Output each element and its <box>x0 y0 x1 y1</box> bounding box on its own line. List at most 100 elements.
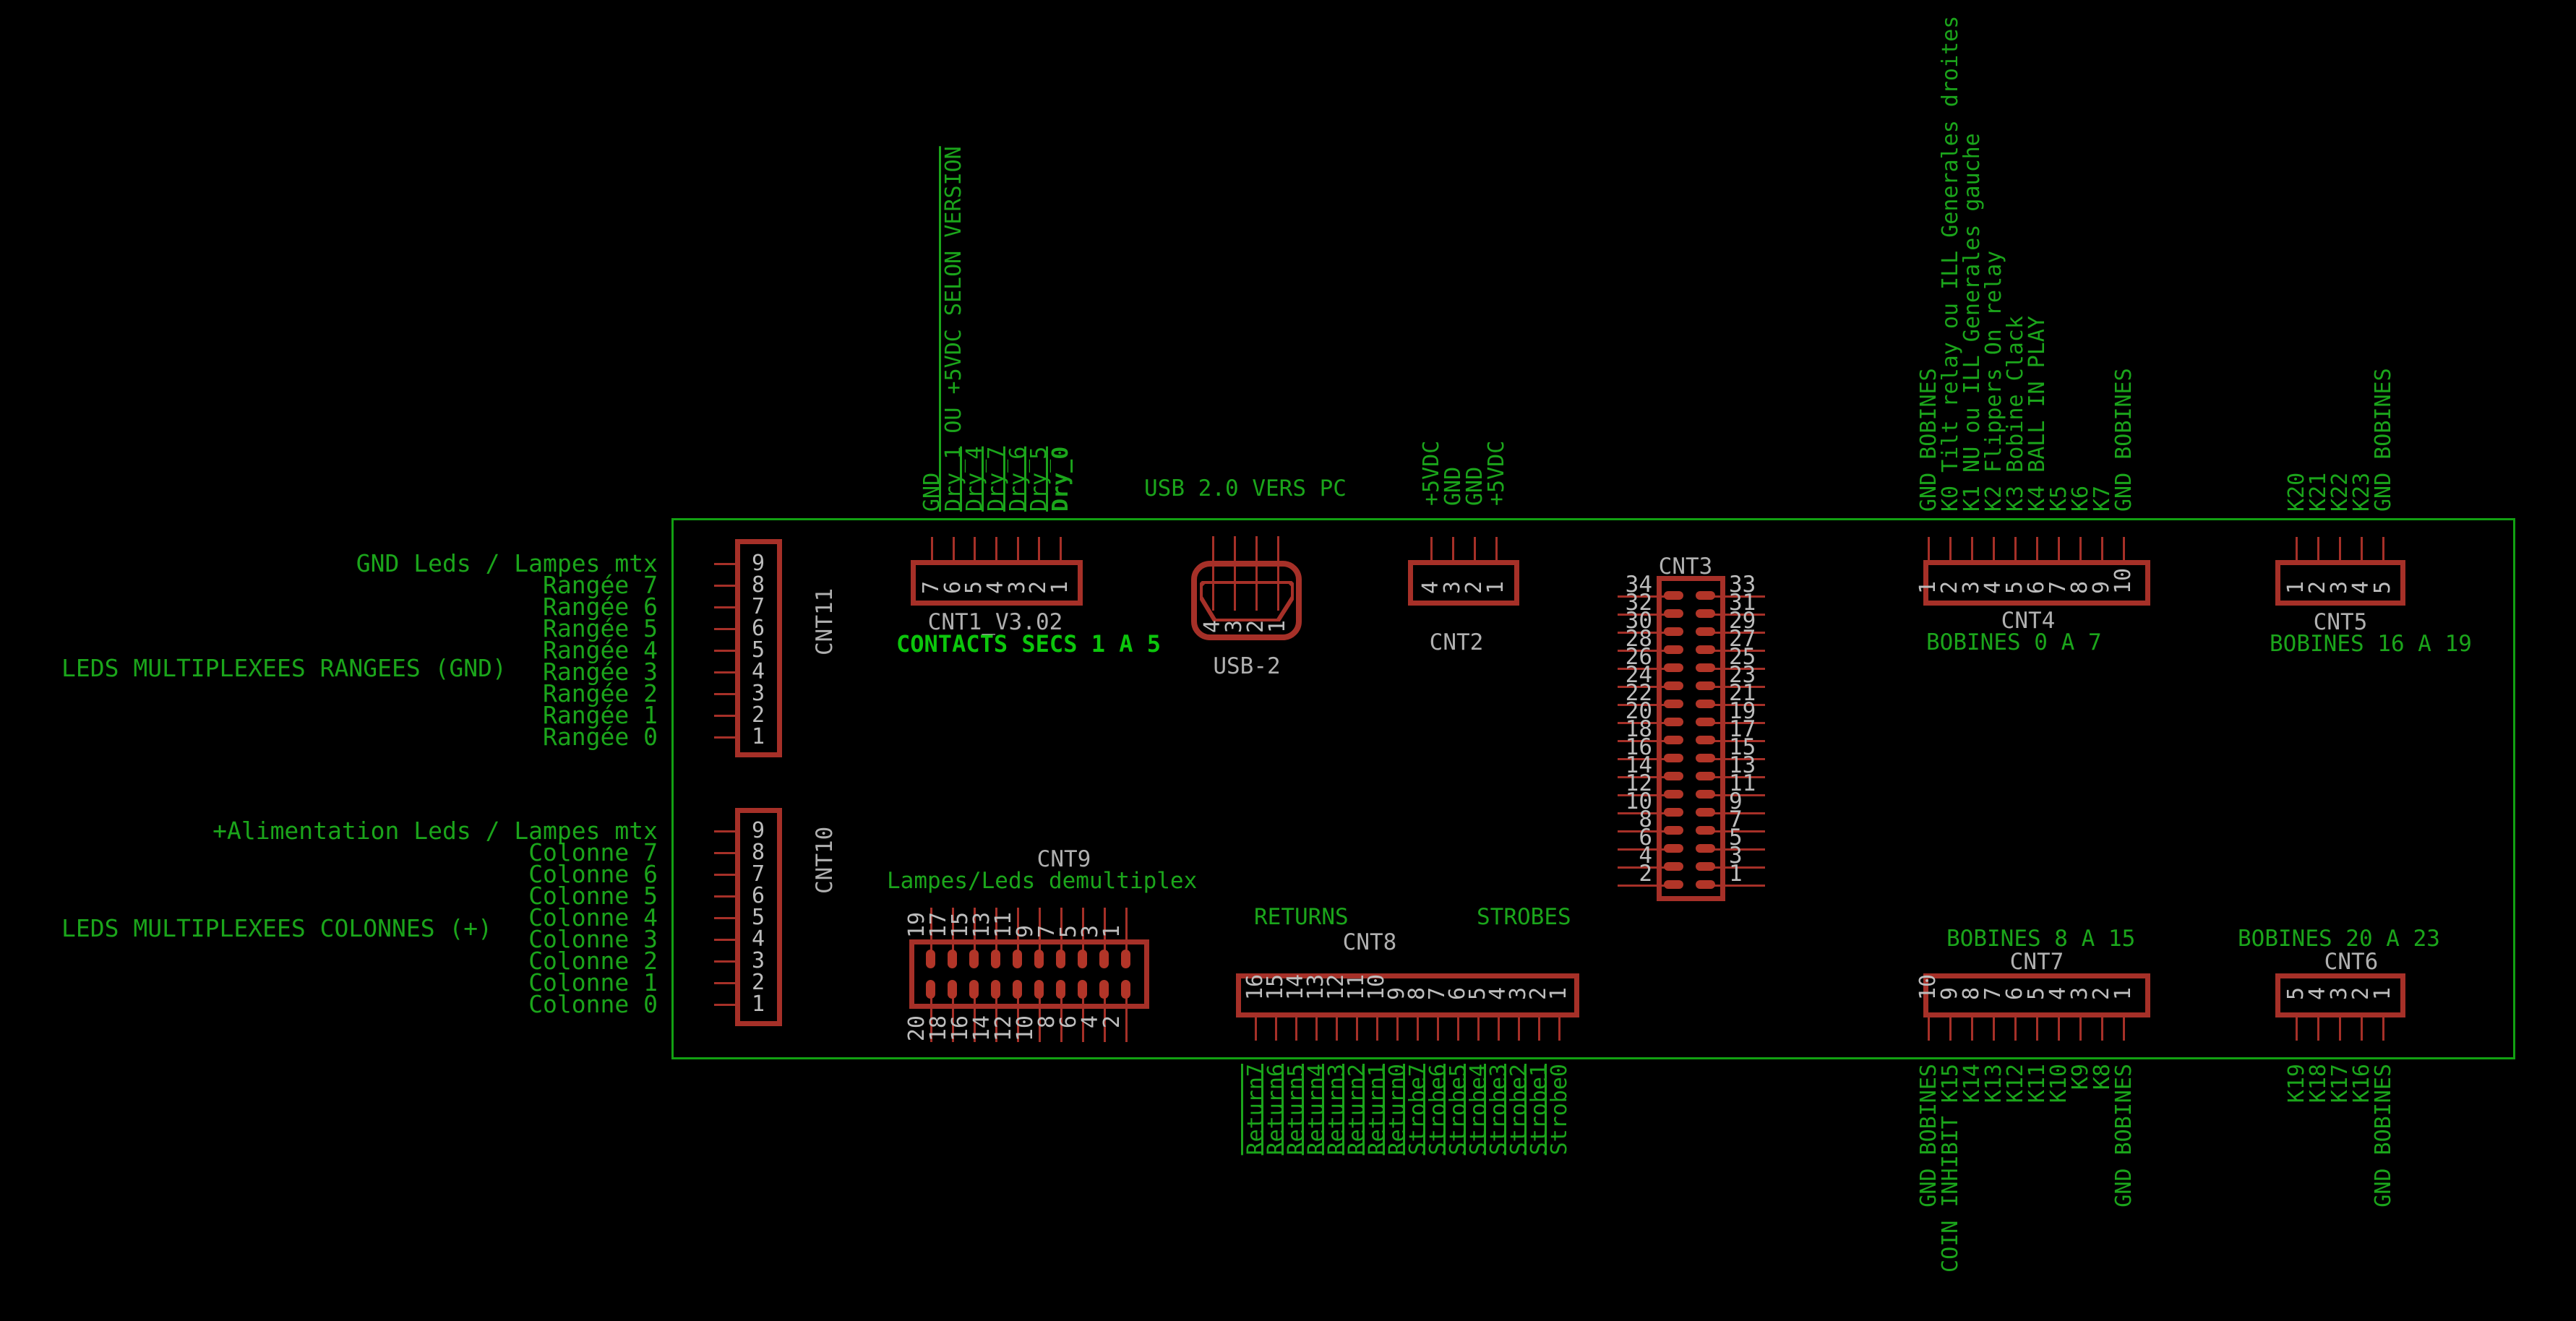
cnt3-pad <box>1664 826 1683 835</box>
cnt8-pin-number: 1 <box>1546 986 1571 1000</box>
cnt6-pin-tick <box>2317 1017 2319 1041</box>
cnt1-pin-tick <box>953 537 955 560</box>
cnt10-pin-tick <box>714 960 735 963</box>
cnt3-right-line <box>1697 885 1765 887</box>
left-col-label: Colonne 5 <box>528 882 658 910</box>
cnt3-pin-number: 10 <box>1625 788 1652 814</box>
cnt9-bottom-line <box>930 981 932 1042</box>
cnt9-pad <box>1056 980 1065 999</box>
cnt3-pad <box>1696 700 1715 708</box>
cnt5-pin-tick <box>2361 537 2363 560</box>
cnt3-pin-number: 2 <box>1639 861 1652 887</box>
board-outline <box>671 518 2515 1059</box>
cnt5-signal-label: GND BOBINES <box>2371 368 2396 512</box>
cnt3-pin-number: 5 <box>1729 825 1743 851</box>
cnt9-top-line <box>930 908 932 967</box>
left-row-label: Rangée 3 <box>543 658 658 686</box>
left-row-label: Rangée 1 <box>543 701 658 729</box>
left-col-label: Colonne 3 <box>528 925 658 953</box>
cnt9-bottom-line <box>1125 981 1128 1042</box>
cnt3-pad <box>1664 627 1683 636</box>
cnt3-pad <box>1696 880 1715 889</box>
cnt9-pad <box>1078 950 1087 968</box>
cnt9-pad <box>1034 950 1044 968</box>
cnt6-connector <box>2275 973 2405 1017</box>
cnt9-pin-number: 2 <box>1099 1015 1125 1029</box>
cnt10-pin-number: 3 <box>751 948 765 973</box>
cnt2-pin-number: 1 <box>1483 580 1508 594</box>
cnt11-pin-number: 9 <box>751 551 765 576</box>
cnt8-pin-tick <box>1356 1017 1358 1041</box>
cnt9-pad <box>926 950 935 968</box>
cnt4-pin-tick <box>2058 537 2060 560</box>
cnt3-pad <box>1696 790 1715 799</box>
cnt3-pin-number: 22 <box>1625 680 1652 706</box>
cnt3-right-line <box>1697 794 1765 796</box>
cnt7-signal-label: K10 <box>2046 1064 2071 1103</box>
cnt3-pad <box>1664 808 1683 817</box>
cnt10-connector <box>735 808 782 1026</box>
cnt3-pin-number: 33 <box>1729 572 1756 598</box>
left-cols-caption: LEDS MULTIPLEXEES COLONNES (+) <box>61 914 493 942</box>
cnt10-pin-number: 2 <box>751 970 765 995</box>
cnt4-connector <box>1923 560 2150 606</box>
left-row-label: Rangée 5 <box>543 614 658 642</box>
cnt9-bottom-line <box>1039 981 1041 1042</box>
cnt3-right-line <box>1697 722 1765 724</box>
left-row-label: Rangée 2 <box>543 679 658 707</box>
cnt10-pin-number: 7 <box>751 861 765 887</box>
cnt3-pin-number: 7 <box>1729 806 1743 832</box>
cnt9-top-line <box>1082 908 1084 967</box>
cnt10-pin-tick <box>714 874 735 876</box>
cnt9-top-line <box>1039 908 1041 967</box>
cnt3-pin-number: 8 <box>1639 806 1652 832</box>
cnt2-pin-tick <box>1474 537 1476 560</box>
cnt7-pin-tick <box>2058 1017 2060 1041</box>
cnt9-top-line <box>1104 908 1106 967</box>
cnt3-pad <box>1696 627 1715 636</box>
usb2-plug-profile <box>1200 581 1294 621</box>
cnt8-signal-label: Strobe0 <box>1547 1064 1572 1156</box>
left-col-label: Colonne 7 <box>528 838 658 866</box>
cnt6-pin-tick <box>2361 1017 2363 1041</box>
cnt10-pin-tick <box>714 895 735 898</box>
cnt9-title: Lampes/Leds demultiplex <box>887 868 1198 894</box>
usb2-name: USB-2 <box>1213 653 1281 679</box>
cnt3-pin-number: 6 <box>1639 825 1652 851</box>
cnt3-pin-number: 18 <box>1625 716 1652 742</box>
cnt11-pin-tick <box>714 585 735 587</box>
cnt9-pad <box>1078 980 1087 999</box>
cnt3-pin-number: 20 <box>1625 698 1652 724</box>
cnt1-pin-tick <box>931 537 933 560</box>
cnt9-top-line <box>995 908 997 967</box>
cnt7-signal-label: K9 <box>2068 1064 2093 1090</box>
cnt11-pin-number: 8 <box>751 572 765 598</box>
cnt9-pad <box>991 950 1000 968</box>
cnt3-right-line <box>1697 650 1765 652</box>
cnt7-title: BOBINES 8 A 15 <box>1946 926 2136 952</box>
cnt10-name: CNT10 <box>812 826 838 894</box>
left-rows-title: GND Leds / Lampes mtx <box>356 549 658 577</box>
cnt9-bottom-line <box>1082 981 1084 1042</box>
cnt3-pin-number: 13 <box>1729 752 1756 778</box>
cnt7-name: CNT7 <box>2009 949 2064 975</box>
cnt3-pad <box>1696 844 1715 853</box>
cnt9-top-line <box>1017 908 1019 967</box>
cnt7-pin-tick <box>2036 1017 2038 1041</box>
cnt3-right-line <box>1697 866 1765 869</box>
cnt3-right-line <box>1697 668 1765 670</box>
cnt2-pin-tick <box>1430 537 1433 560</box>
cnt7-pin-tick <box>2014 1017 2017 1041</box>
cnt10-pin-tick <box>714 830 735 832</box>
cnt4-signal-label: GND BOBINES <box>2111 368 2137 512</box>
cnt9-pad <box>1013 950 1022 968</box>
cnt9-pad <box>1121 950 1130 968</box>
cnt3-name: CNT3 <box>1658 554 1713 580</box>
cnt3-right-line <box>1697 686 1765 688</box>
cnt3-pad <box>1696 754 1715 762</box>
cnt4-signal-label: K4 BALL IN PLAY <box>2025 316 2050 512</box>
cnt10-pin-number: 4 <box>751 926 765 952</box>
cnt3-pad <box>1696 663 1715 672</box>
cnt3-left-line <box>1618 794 1680 796</box>
cnt4-pin-tick <box>2123 537 2125 560</box>
